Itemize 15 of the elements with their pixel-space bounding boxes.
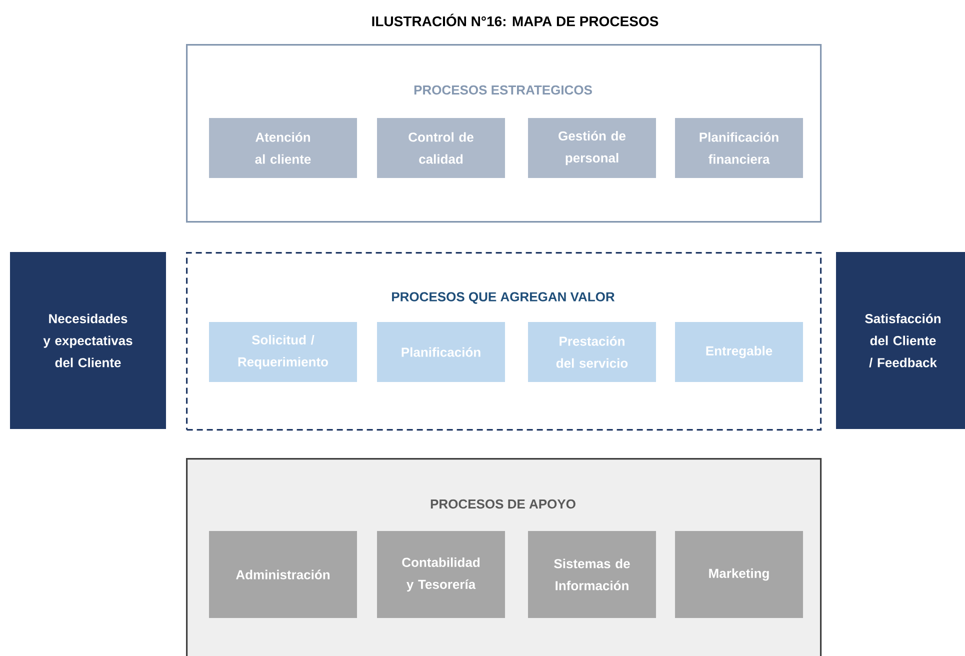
process-box: Gestión de personal [528, 118, 656, 178]
process-box: Atención al cliente [209, 118, 357, 178]
process-box: Control de calidad [377, 118, 505, 178]
process-box: Planificación [377, 322, 505, 382]
process-box: Contabilidad y Tesorería [377, 531, 505, 618]
process-box: Administración [209, 531, 357, 618]
process-box: Prestación del servicio [528, 322, 656, 382]
process-box: Sistemas de Información [528, 531, 656, 618]
side-box: Satisfacción del Cliente / Feedback [836, 252, 965, 429]
process-box: Planificación financiera [675, 118, 804, 178]
side-box: Necesidades y expectativas del Cliente [10, 252, 166, 429]
process-box: Solicitud / Requerimiento [209, 322, 357, 382]
process-box: Marketing [675, 531, 804, 618]
process-box: Entregable [675, 322, 804, 382]
title: ILUSTRACIÓN N°16: MAPA DE PROCESOS [372, 14, 658, 26]
